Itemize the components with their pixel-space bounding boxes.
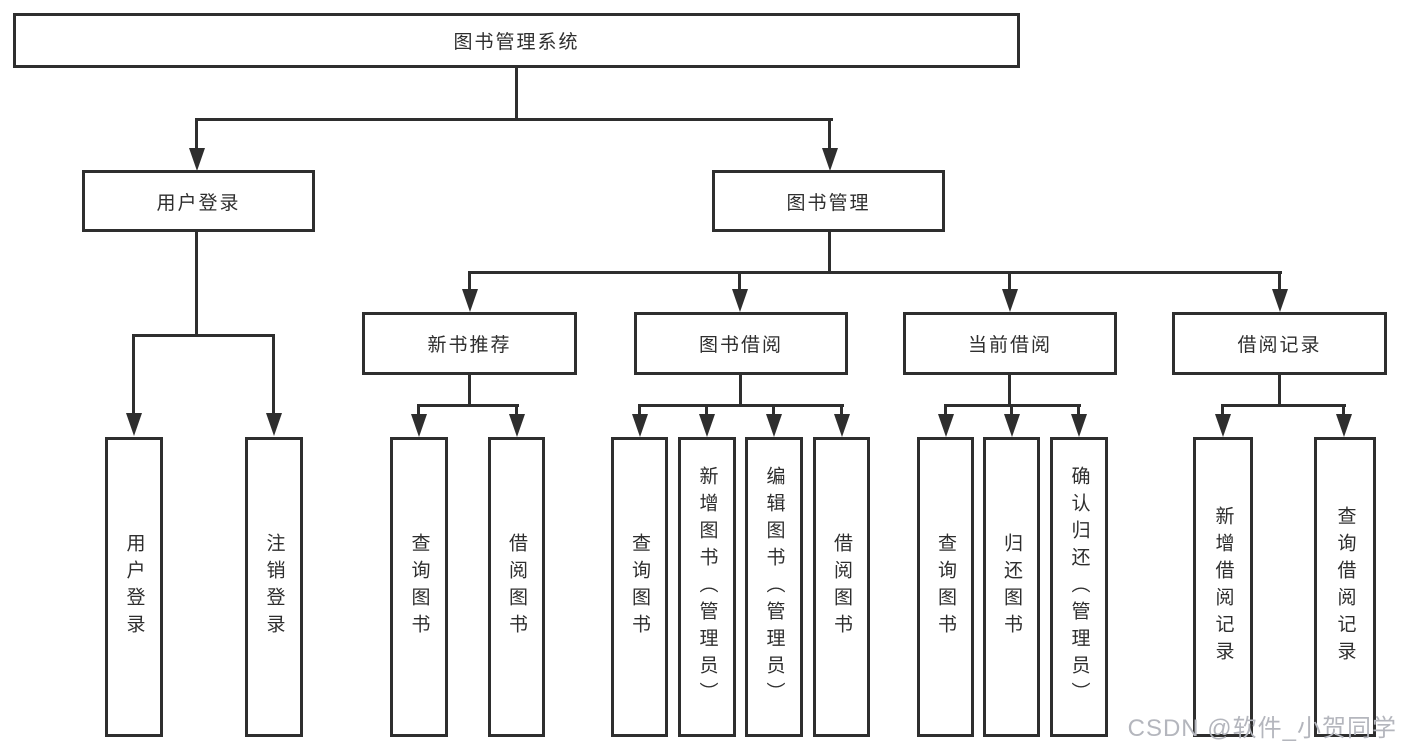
arrowhead-down bbox=[189, 148, 205, 171]
node-new-book-recommendation: 新书推荐 bbox=[362, 312, 577, 375]
arrowhead-down bbox=[462, 289, 478, 312]
arrowhead-down bbox=[699, 414, 715, 437]
node-nb-query-books: 查询图书 bbox=[390, 437, 448, 737]
node-book-management: 图书管理 bbox=[712, 170, 945, 232]
connector-line bbox=[515, 404, 518, 416]
connector-line bbox=[1278, 373, 1281, 407]
arrowhead-down bbox=[126, 413, 142, 436]
arrowhead-down bbox=[632, 414, 648, 437]
node-label: 借阅记录 bbox=[1237, 335, 1322, 356]
node-cb-confirm-return-admin: 确认归还（管理员） bbox=[1050, 437, 1108, 737]
node-label: 借阅图书 bbox=[506, 533, 527, 641]
node-nb-borrow-books: 借阅图书 bbox=[488, 437, 545, 737]
arrowhead-down bbox=[732, 289, 748, 312]
connector-line bbox=[132, 334, 135, 415]
node-label: 编辑图书（管理员） bbox=[763, 465, 785, 709]
connector-line bbox=[272, 334, 275, 415]
arrowhead-down bbox=[834, 414, 850, 437]
node-cb-query-books: 查询图书 bbox=[917, 437, 974, 737]
node-logout-leaf: 注销登录 bbox=[245, 437, 303, 737]
connector-line bbox=[638, 404, 844, 407]
arrowhead-down bbox=[509, 414, 525, 437]
connector-line bbox=[1221, 404, 1224, 416]
node-label: 用户登录 bbox=[156, 192, 241, 214]
node-label: 查询借阅记录 bbox=[1334, 506, 1356, 668]
arrowhead-down bbox=[1272, 289, 1288, 312]
node-user-login-leaf: 用户登录 bbox=[105, 437, 163, 737]
arrowhead-down bbox=[1336, 414, 1352, 437]
connector-line bbox=[739, 373, 742, 407]
arrowhead-down bbox=[411, 414, 427, 437]
connector-line bbox=[1010, 404, 1013, 416]
node-current-borrowing: 当前借阅 bbox=[903, 312, 1117, 375]
connector-line bbox=[515, 66, 518, 120]
connector-line bbox=[195, 118, 198, 150]
connector-line bbox=[772, 404, 775, 416]
connector-line bbox=[468, 271, 471, 292]
connector-line bbox=[132, 334, 275, 337]
node-bb-borrow-books: 借阅图书 bbox=[813, 437, 870, 737]
node-br-add-borrow-record: 新增借阅记录 bbox=[1193, 437, 1253, 737]
node-cb-return-books: 归还图书 bbox=[983, 437, 1040, 737]
arrowhead-down bbox=[822, 148, 838, 171]
connector-line bbox=[417, 404, 420, 416]
connector-line bbox=[195, 118, 833, 121]
arrowhead-down bbox=[938, 414, 954, 437]
node-label: 图书管理 bbox=[786, 192, 871, 214]
node-label: 图书借阅 bbox=[698, 335, 783, 356]
arrowhead-down bbox=[1004, 414, 1020, 437]
node-label: 当前借阅 bbox=[967, 335, 1052, 356]
connector-line bbox=[944, 404, 947, 416]
connector-line bbox=[840, 404, 843, 416]
connector-line bbox=[195, 231, 198, 337]
node-label: 新增图书（管理员） bbox=[696, 465, 718, 709]
node-bb-query-books: 查询图书 bbox=[611, 437, 668, 737]
node-borrowing-records: 借阅记录 bbox=[1172, 312, 1387, 375]
connector-line bbox=[828, 231, 831, 274]
node-label: 查询图书 bbox=[629, 533, 650, 641]
connector-line bbox=[468, 373, 471, 407]
node-label: 图书管理系统 bbox=[453, 32, 580, 53]
node-bb-edit-books-admin: 编辑图书（管理员） bbox=[745, 437, 803, 737]
node-label: 新书推荐 bbox=[427, 335, 512, 356]
connector-line bbox=[1221, 404, 1346, 407]
node-label: 用户登录 bbox=[123, 533, 145, 641]
connector-line bbox=[1342, 404, 1345, 416]
connector-line bbox=[417, 404, 519, 407]
arrowhead-down bbox=[1002, 289, 1018, 312]
arrowhead-down bbox=[1215, 414, 1231, 437]
node-label: 借阅图书 bbox=[831, 533, 852, 641]
connector-line bbox=[1077, 404, 1080, 416]
connector-line bbox=[1008, 373, 1011, 407]
arrowhead-down bbox=[766, 414, 782, 437]
connector-line bbox=[828, 118, 831, 150]
connector-line bbox=[705, 404, 708, 416]
node-library-management-system: 图书管理系统 bbox=[13, 13, 1020, 68]
node-br-query-borrow-record: 查询借阅记录 bbox=[1314, 437, 1376, 737]
node-label: 归还图书 bbox=[1001, 533, 1022, 641]
node-label: 查询图书 bbox=[935, 533, 956, 641]
arrowhead-down bbox=[1071, 414, 1087, 437]
node-label: 新增借阅记录 bbox=[1212, 506, 1234, 668]
arrowhead-down bbox=[266, 413, 282, 436]
node-user-login: 用户登录 bbox=[82, 170, 315, 232]
connector-line bbox=[1008, 271, 1011, 292]
node-label: 注销登录 bbox=[263, 533, 285, 641]
node-bb-add-books-admin: 新增图书（管理员） bbox=[678, 437, 736, 737]
node-label: 查询图书 bbox=[408, 533, 430, 641]
connector-line bbox=[738, 271, 741, 292]
connector-line bbox=[468, 271, 1282, 274]
node-label: 确认归还（管理员） bbox=[1068, 465, 1090, 709]
connector-line bbox=[638, 404, 641, 416]
node-book-borrowing: 图书借阅 bbox=[634, 312, 848, 375]
csdn-watermark: CSDN @软件_小贺同学 bbox=[1127, 715, 1397, 742]
connector-line bbox=[1278, 271, 1281, 292]
